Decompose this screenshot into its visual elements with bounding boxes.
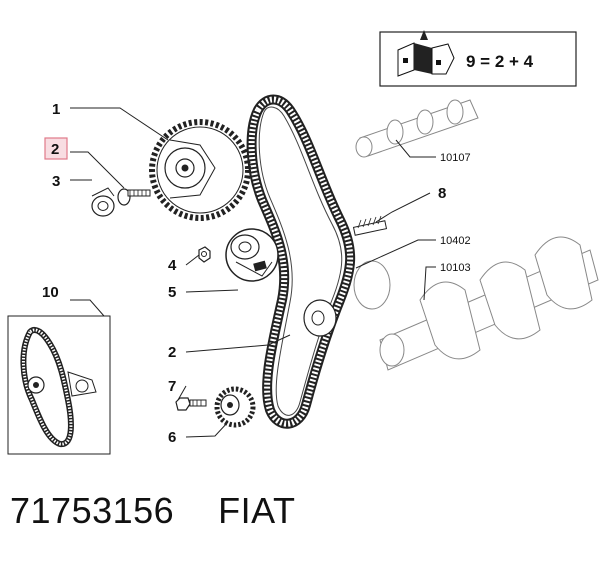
kit-formula: 9 = 2 + 4 bbox=[466, 52, 534, 71]
reference-labels: 10107 10402 10103 bbox=[440, 152, 471, 274]
callout-2-highlight bbox=[44, 137, 68, 160]
callout-labels: 1 2 3 4 5 2 7 6 8 10 bbox=[42, 101, 446, 446]
kit-box: 9 = 2 + 4 bbox=[379, 30, 577, 87]
ref-10402: 10402 bbox=[440, 235, 471, 247]
bolt-washer bbox=[117, 188, 151, 206]
inset-kit-view bbox=[7, 315, 111, 455]
callout-6: 6 bbox=[168, 429, 176, 446]
camshaft bbox=[355, 99, 479, 158]
callout-7: 7 bbox=[168, 378, 176, 395]
parts-kit-icon bbox=[397, 30, 455, 77]
callout-1: 1 bbox=[52, 101, 60, 118]
callout-2b: 2 bbox=[168, 344, 176, 361]
nut bbox=[198, 246, 211, 263]
part-number: 71753156 bbox=[10, 490, 175, 531]
camshaft-sprocket bbox=[149, 119, 251, 221]
ref-10103: 10103 bbox=[440, 262, 471, 274]
crankshaft bbox=[353, 236, 599, 371]
crankshaft-sprocket bbox=[214, 386, 256, 428]
stud-bolt bbox=[352, 215, 388, 236]
tensioner-pulley bbox=[225, 228, 279, 282]
timing-belt bbox=[246, 94, 356, 429]
part-number-line: 71753156 FIAT bbox=[10, 490, 296, 532]
leader-lines bbox=[70, 107, 436, 438]
crank-pulley bbox=[303, 299, 337, 337]
callout-3: 3 bbox=[52, 173, 60, 190]
crank-bolt bbox=[175, 397, 207, 411]
callout-2: 2 bbox=[51, 141, 59, 158]
callout-10: 10 bbox=[42, 284, 59, 301]
pulley-small bbox=[91, 187, 115, 217]
brand-name: FIAT bbox=[218, 490, 296, 531]
ref-10107: 10107 bbox=[440, 152, 471, 164]
callout-4: 4 bbox=[168, 257, 177, 274]
callout-5: 5 bbox=[168, 284, 176, 301]
callout-8: 8 bbox=[438, 185, 446, 202]
